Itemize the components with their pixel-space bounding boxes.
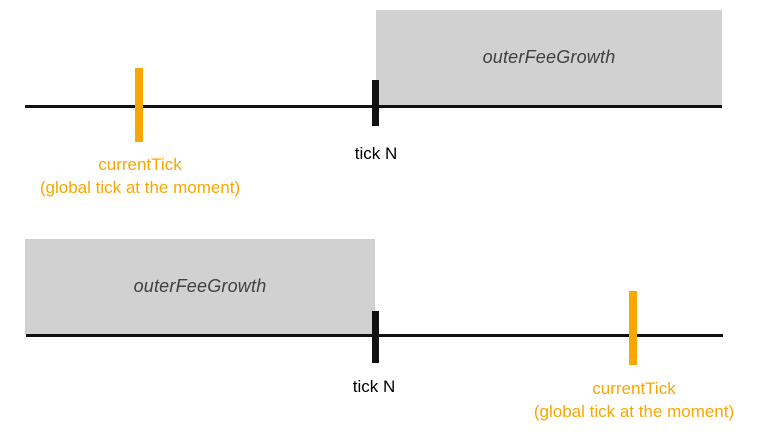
current-tick-label: currentTick (global tick at the moment) <box>534 377 734 423</box>
current-tick-marker <box>629 291 637 365</box>
current-tick-label-line1: currentTick <box>98 155 182 174</box>
tick-n-label: tick N <box>352 377 396 396</box>
fee-growth-region-label: outerFeeGrowth <box>482 47 616 67</box>
current-tick-label-line2: (global tick at the moment) <box>533 402 735 421</box>
current-tick-label: currentTick (global tick at the moment) <box>40 153 240 199</box>
current-tick-label-line1: currentTick <box>592 379 676 398</box>
current-tick-label-line2: (global tick at the moment) <box>39 178 241 197</box>
fee-growth-region-label: outerFeeGrowth <box>133 276 267 296</box>
tick-n-marker <box>372 311 379 363</box>
tick-n-label: tick N <box>354 144 398 163</box>
fee-growth-region: outerFeeGrowth <box>376 10 722 105</box>
fee-growth-region: outerFeeGrowth <box>25 239 375 334</box>
tick-n-marker <box>372 80 379 126</box>
current-tick-marker <box>135 68 143 142</box>
